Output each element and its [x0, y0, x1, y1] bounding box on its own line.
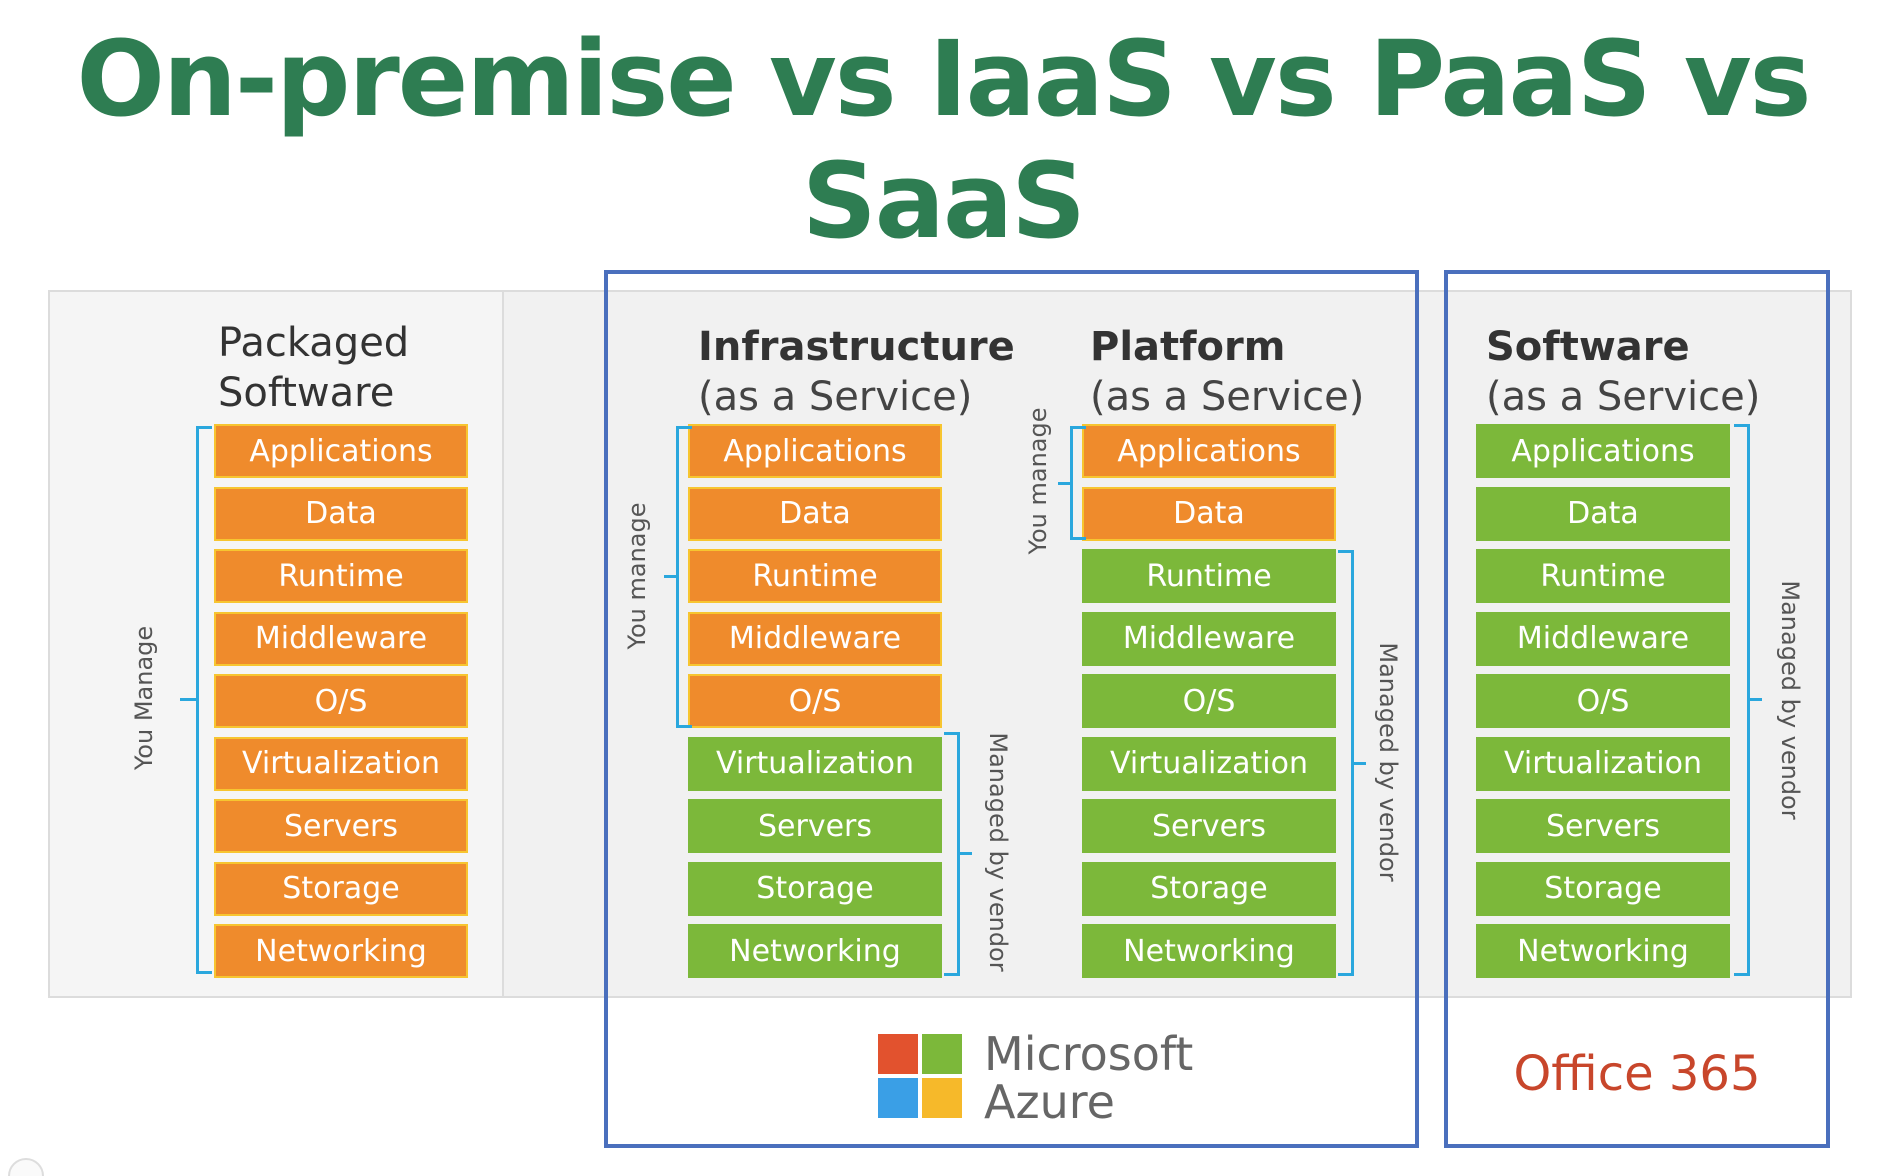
layer-runtime: Runtime: [688, 549, 942, 603]
column-subtitle: Software: [218, 370, 395, 416]
layer-middleware: Middleware: [1082, 611, 1336, 666]
paas-title: Platform (as a Service): [1090, 322, 1364, 422]
microsoft-logo-icon: [878, 1034, 962, 1118]
you-manage-bracket: [676, 426, 692, 728]
vendor-bracket: [1734, 424, 1750, 976]
saas-title: Software (as a Service): [1486, 322, 1760, 422]
you-manage-label: You manage: [623, 502, 651, 650]
layer-applications: Applications: [1476, 424, 1730, 478]
managed-by-vendor-label: Managed by vendor: [984, 732, 1012, 972]
managed-by-vendor-label: Managed by vendor: [1776, 580, 1804, 820]
vendor-bracket: [1338, 550, 1354, 976]
layer-applications: Applications: [688, 424, 942, 478]
you-manage-bracket: [1070, 426, 1086, 540]
logo-square-yellow: [922, 1078, 962, 1118]
office-frame: [1444, 270, 1830, 1148]
layer-storage: Storage: [1476, 861, 1730, 916]
layer-storage: Storage: [214, 861, 468, 916]
azure-logo-line1: Microsoft: [984, 1027, 1194, 1081]
packaged-software-title: Packaged Software: [218, 318, 409, 418]
layer-runtime: Runtime: [1476, 549, 1730, 603]
azure-logo-text: Microsoft Azure: [984, 1030, 1193, 1126]
vendor-bracket: [944, 732, 960, 976]
layer-virtualization: Virtualization: [688, 736, 942, 791]
layer-data: Data: [1082, 486, 1336, 541]
layer-applications: Applications: [1082, 424, 1336, 478]
layer-data: Data: [214, 486, 468, 541]
layer-middleware: Middleware: [688, 611, 942, 666]
page-title: On-premise vs IaaS vs PaaS vs SaaS: [76, 18, 1811, 262]
column-title: Software: [1486, 324, 1690, 370]
bracket-tick: [1750, 698, 1762, 701]
layer-servers: Servers: [1082, 799, 1336, 853]
column-subtitle: (as a Service): [1090, 374, 1365, 420]
azure-frame: [604, 270, 1419, 1148]
layer-virtualization: Virtualization: [1476, 736, 1730, 791]
layer-o-s: O/S: [214, 674, 468, 728]
layer-networking: Networking: [1082, 924, 1336, 978]
bracket-tick: [664, 575, 678, 578]
logo-square-green: [922, 1034, 962, 1074]
iaas-title: Infrastructure (as a Service): [698, 322, 1015, 422]
layer-virtualization: Virtualization: [1082, 736, 1336, 791]
office-365-logo: Office 365: [1513, 1046, 1761, 1102]
layer-virtualization: Virtualization: [214, 736, 468, 791]
layer-servers: Servers: [1476, 799, 1730, 853]
column-subtitle: (as a Service): [1486, 374, 1761, 420]
corner-badge-icon: [8, 1158, 44, 1176]
layer-runtime: Runtime: [214, 549, 468, 603]
layer-middleware: Middleware: [1476, 611, 1730, 666]
layer-storage: Storage: [1082, 861, 1336, 916]
you-manage-label: You manage: [1024, 407, 1052, 555]
bracket-tick: [1058, 482, 1072, 485]
column-title: Platform: [1090, 324, 1286, 370]
bracket-tick: [180, 698, 196, 701]
layer-middleware: Middleware: [214, 611, 468, 666]
layer-servers: Servers: [688, 799, 942, 853]
you-manage-bracket: [196, 426, 212, 974]
layer-servers: Servers: [214, 799, 468, 853]
layer-runtime: Runtime: [1082, 549, 1336, 603]
layer-networking: Networking: [688, 924, 942, 978]
azure-logo-line2: Azure: [984, 1075, 1115, 1129]
layer-o-s: O/S: [1476, 674, 1730, 728]
you-manage-label: You Manage: [130, 625, 158, 771]
layer-data: Data: [1476, 486, 1730, 541]
layer-o-s: O/S: [688, 674, 942, 728]
layer-networking: Networking: [214, 924, 468, 978]
logo-square-red: [878, 1034, 918, 1074]
column-subtitle: (as a Service): [698, 374, 973, 420]
bracket-tick: [960, 852, 972, 855]
layer-applications: Applications: [214, 424, 468, 478]
bracket-tick: [1354, 762, 1366, 765]
layer-storage: Storage: [688, 861, 942, 916]
layer-networking: Networking: [1476, 924, 1730, 978]
column-title: Infrastructure: [698, 324, 1015, 370]
managed-by-vendor-label: Managed by vendor: [1374, 642, 1402, 882]
layer-o-s: O/S: [1082, 674, 1336, 728]
layer-data: Data: [688, 486, 942, 541]
column-title: Packaged: [218, 320, 410, 366]
logo-square-blue: [878, 1078, 918, 1118]
